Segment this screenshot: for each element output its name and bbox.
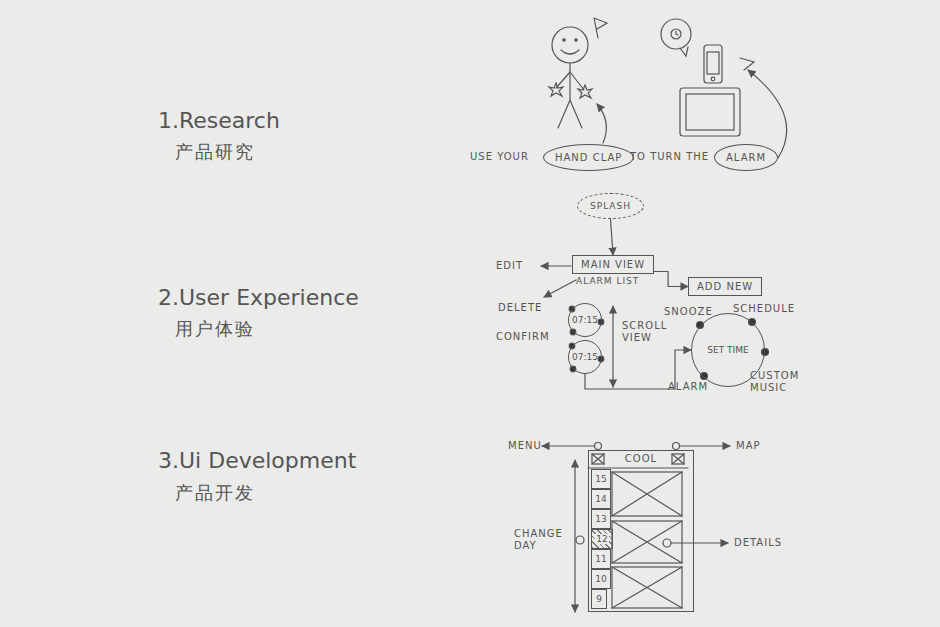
- day-cell: 10: [591, 569, 611, 589]
- section-heading: 2.User Experience: [158, 285, 359, 310]
- view-box: MAIN VIEWALARM LIST: [572, 255, 654, 288]
- connector-arrow: [611, 219, 614, 255]
- node-text: SET TIME: [707, 345, 748, 355]
- circled-word: ALARM: [714, 144, 778, 171]
- day-cell: 11: [591, 549, 611, 569]
- node-text: COOL: [589, 451, 693, 464]
- action-label: CONFIRM: [496, 331, 550, 342]
- day-cell: 15: [591, 469, 611, 489]
- section-heading: 1.Research: [158, 108, 280, 133]
- node-text: 10: [595, 574, 606, 584]
- nav-label: MAP: [736, 440, 761, 451]
- day-cell: 13: [591, 509, 611, 529]
- alarm-circle: 07:15: [568, 340, 602, 374]
- node-text: 11: [595, 554, 606, 564]
- node-text: 9: [596, 594, 602, 604]
- action-label: SCROLL VIEW: [622, 320, 666, 344]
- set-time-circle: SET TIME: [691, 313, 765, 387]
- day-cell: 12: [591, 529, 613, 549]
- day-cell: 9: [591, 589, 607, 609]
- node-text: ALARM: [726, 152, 766, 163]
- section-subheading: 用户体验: [175, 317, 255, 341]
- node-text: 07:15: [572, 352, 598, 362]
- node-text: ADD NEW: [697, 281, 753, 292]
- option-label: CUSTOM MUSIC: [750, 370, 800, 394]
- option-label: SNOOZE: [664, 306, 713, 317]
- nav-label: CHANGE DAY: [514, 528, 564, 552]
- process-box: ADD NEW: [688, 277, 762, 296]
- nav-label: DETAILS: [734, 537, 782, 548]
- connector-arrow: [654, 272, 688, 287]
- sketch-note: TO TURN THE: [630, 151, 709, 162]
- alarm-circle: 07:15: [568, 303, 602, 337]
- node-text: ALARM LIST: [572, 274, 654, 288]
- circled-word: HAND CLAP: [543, 144, 634, 171]
- node-text: SPLASH: [590, 201, 631, 211]
- option-label: ALARM: [668, 381, 708, 392]
- node-text: MAIN VIEW: [572, 255, 654, 274]
- option-label: SCHEDULE: [733, 303, 795, 314]
- node-text: HAND CLAP: [555, 152, 622, 163]
- action-label: EDIT: [496, 260, 523, 271]
- section-subheading: 产品开发: [175, 481, 255, 505]
- node-text: 13: [595, 514, 606, 524]
- node-text: 14: [595, 494, 606, 504]
- phone-wireframe: COOL 15 14 13 12 11 10 9: [588, 450, 694, 612]
- node-text: 07:15: [572, 315, 598, 325]
- day-cell: 14: [591, 489, 611, 509]
- splash-ellipse: SPLASH: [577, 193, 644, 219]
- section-subheading: 产品研究: [175, 140, 255, 164]
- node-text: 12: [595, 534, 608, 544]
- sketch-note: USE YOUR: [470, 151, 529, 162]
- action-label: DELETE: [498, 302, 542, 313]
- section-heading: 3.Ui Development: [158, 448, 356, 473]
- node-text: 15: [595, 474, 606, 484]
- nav-label: MENU: [508, 440, 542, 451]
